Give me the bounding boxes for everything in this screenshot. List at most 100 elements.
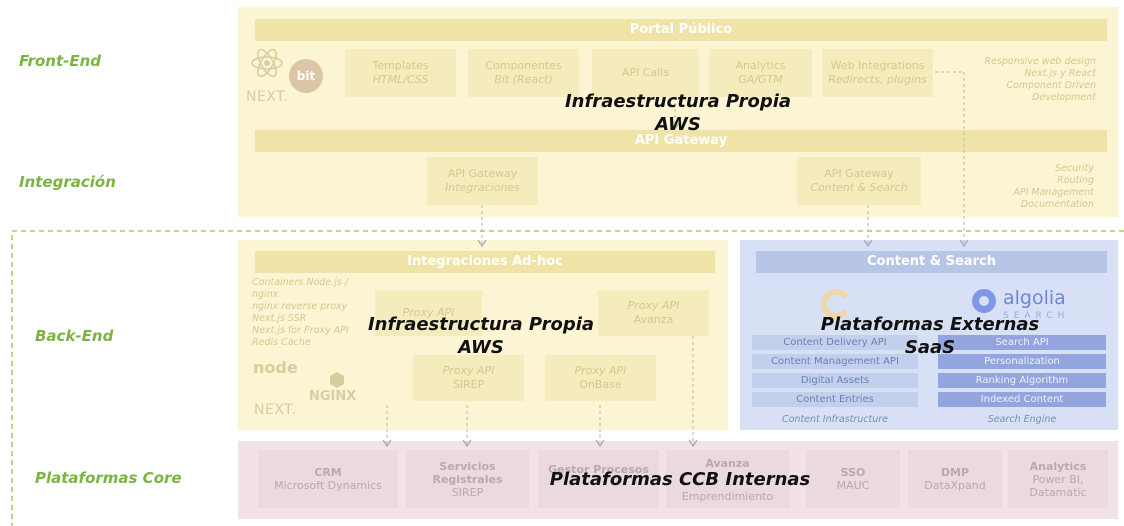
powerbi-subtitle: Power BI, [1032, 472, 1084, 486]
externas-title: Plataformas Externas [820, 314, 1040, 335]
nodejs-logo-icon: node [253, 358, 298, 377]
arrowhead-icon [959, 239, 969, 248]
search-api-row: Search API [938, 335, 1106, 350]
sirep-subtitle: SIREP [451, 485, 484, 499]
adhoc-note: nginx reverse proxy [252, 301, 348, 312]
analytics-core-box: Analytics Power BI, Datamatic [1008, 450, 1108, 508]
analytics-title: Analytics [735, 59, 786, 72]
next-logo-icon: NEXT. [246, 89, 289, 105]
analytics-core-title: Analytics [1029, 459, 1087, 473]
proxy-api-avanza-subtitle: Avanza [633, 313, 674, 326]
templates-subtitle: HTML/CSS [372, 73, 429, 86]
content-infrastructure-caption: Content Infrastructure [781, 414, 889, 425]
api-gateway-integraciones-title: API Gateway [447, 167, 518, 180]
bit-logo-icon: bit [289, 59, 323, 93]
crm-title: CRM [314, 466, 342, 479]
web-integrations-subtitle: Redirects, plugins [828, 73, 927, 86]
content-management-api-row: Content Management API [752, 354, 918, 369]
servicios-title: Servicios [439, 459, 496, 473]
adhoc-note: Next.js for Proxy API [252, 325, 349, 336]
nginx-logo-icon: NGINX [309, 389, 357, 404]
infra-top-panel [238, 7, 1118, 217]
proxy-api-box: Proxy API [375, 290, 482, 336]
infra-propia-mid-overlay: Infraestructura Propia AWS [331, 313, 631, 359]
dmp-title: DMP [940, 466, 970, 479]
arrowhead-icon [670, 122, 680, 131]
content-search-bar: Content & Search [756, 251, 1107, 273]
adhoc-note: Containers Node.js / nginx [252, 277, 349, 300]
aws-title: AWS [655, 114, 701, 135]
frontend-notes: Responsive web design Next.js y React Co… [960, 56, 1096, 104]
content-delivery-api-row: Content Delivery API [752, 335, 918, 350]
integration-note: Security [1054, 163, 1094, 174]
next-logo-icon: NEXT. [254, 402, 297, 418]
registrales-title: Registrales [432, 472, 503, 486]
proxy-api-onbase-box: Proxy API OnBase [545, 355, 656, 401]
dmp-box: DMP DataXpand [908, 450, 1002, 508]
gestor-procesos-title: Gestor Procesos [548, 463, 649, 476]
proxy-api-avanza-box: Proxy API Avanza [598, 290, 709, 336]
arrowhead-icon [863, 239, 873, 248]
proxy-api-avanza-title: Proxy API [627, 299, 680, 312]
templates-title: Templates [372, 59, 429, 72]
api-calls-box: API Calls [592, 49, 699, 97]
externas-overlay: Plataformas Externas SaaS [780, 313, 1080, 359]
proxy-api-onbase-subtitle: OnBase [579, 378, 622, 391]
integraciones-adhoc-bar: Integraciones Ad-hoc [255, 251, 715, 273]
analytics-subtitle: GA/GTM [738, 73, 783, 86]
dataxpand-subtitle: DataXpand [924, 479, 986, 492]
adhoc-note: Next.js SSR [252, 313, 307, 324]
arrowhead-icon [477, 239, 487, 248]
content-entries-row: Content Entries [752, 392, 918, 407]
algolia-name: algolia [1003, 287, 1066, 309]
crm-box: CRM Microsoft Dynamics [258, 450, 398, 508]
arrowhead-icon [462, 439, 472, 448]
servicios-registrales-box: Servicios Registrales SIREP [406, 450, 529, 508]
infra-propia-top-overlay: Infraestructura Propia AWS [528, 90, 828, 136]
saas-title: SaaS [904, 337, 956, 358]
datamatic-subtitle: Datamatic [1029, 485, 1087, 499]
react-logo-icon [251, 48, 283, 78]
digital-assets-row: Digital Assets [752, 373, 918, 388]
infra-propia-title: Infraestructura Propia [564, 91, 792, 112]
integration-note: Documentation [1020, 199, 1094, 210]
frontend-note: Component Driven [1006, 80, 1096, 91]
arrowhead-icon [382, 439, 392, 448]
personalization-row: Personalization [938, 354, 1106, 369]
arrowhead-icon [595, 439, 605, 448]
mauc-subtitle: MAUC [836, 479, 870, 492]
dashed-boundary-line [11, 230, 1124, 526]
frontend-note: Responsive web design [984, 56, 1096, 67]
gestor-procesos-box: Gestor Procesos [538, 450, 659, 508]
algolia-sub: SEARCH [1003, 311, 1070, 321]
emprendimiento-subtitle: Emprendimiento [681, 490, 774, 503]
portal-publico-bar: Portal Público [255, 19, 1107, 41]
avanza-box: Avanza Emprendimiento [666, 450, 789, 508]
web-integrations-title: Web Integrations [830, 59, 925, 72]
adhoc-notes: Containers Node.js / nginx nginx reverse… [252, 277, 372, 349]
frontend-note: Development [1032, 92, 1096, 103]
search-engine-caption: Search Engine [987, 414, 1057, 425]
api-calls-title: API Calls [621, 66, 670, 79]
api-gateway-content-search-box: API Gateway Content & Search [797, 157, 921, 205]
web-integrations-box: Web Integrations Redirects, plugins [822, 49, 933, 97]
layer-label-frontend: Front-End [19, 52, 102, 70]
crm-subtitle: Microsoft Dynamics [274, 479, 382, 492]
proxy-api-title: Proxy API [402, 306, 455, 319]
ranking-algorithm-row: Ranking Algorithm [938, 373, 1106, 388]
api-gateway-bar: API Gateway [255, 130, 1107, 152]
integration-notes: Security Routing API Management Document… [960, 163, 1094, 211]
integration-note: Routing [1057, 175, 1094, 186]
api-gateway-content-search-subtitle: Content & Search [810, 181, 908, 194]
layer-label-integration: Integración [19, 173, 116, 191]
proxy-api-sirep-box: Proxy API SIREP [413, 355, 524, 401]
contentful-logo-icon [821, 289, 847, 319]
componentes-box: Componentes Bit (React) [468, 49, 579, 97]
layer-label-backend: Back-End [35, 327, 114, 345]
sso-box: SSO MAUC [806, 450, 900, 508]
componentes-subtitle: Bit (React) [494, 73, 553, 86]
layer-label-core: Plataformas Core [35, 469, 182, 487]
componentes-title: Componentes [485, 59, 562, 72]
